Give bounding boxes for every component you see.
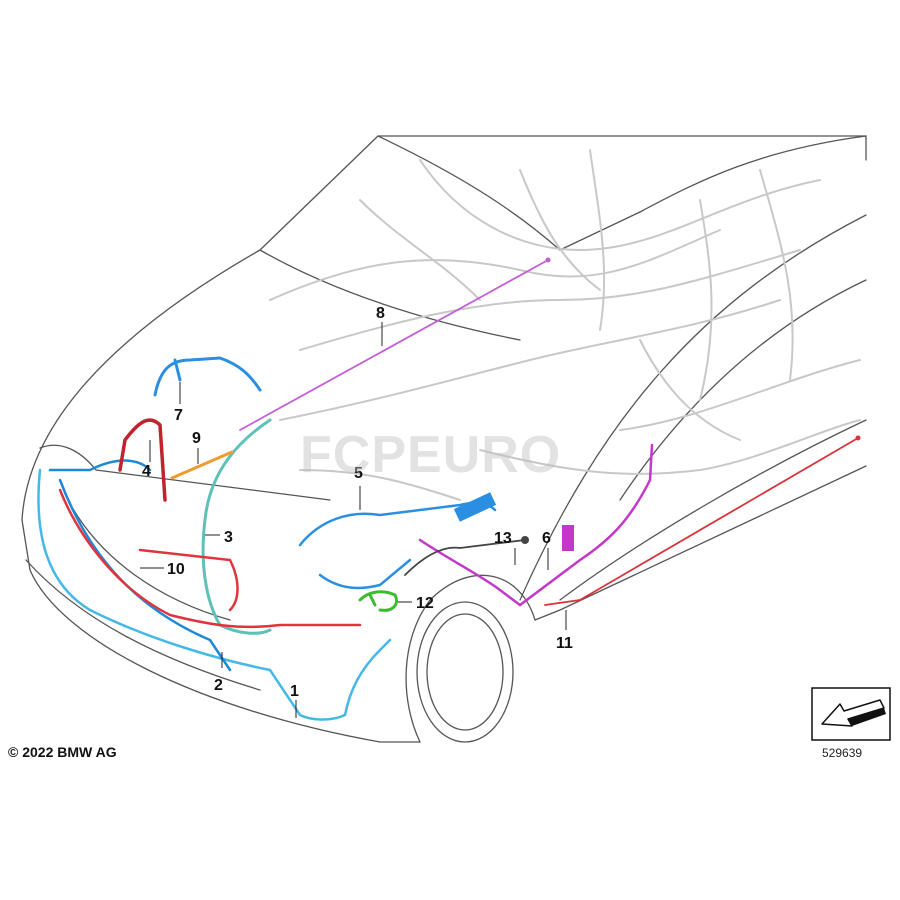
- harness-8: [239, 259, 549, 431]
- harness-13: [404, 539, 526, 576]
- callout-12: 12: [416, 595, 434, 612]
- front-arrow-icon: [811, 687, 891, 741]
- harness-1: [37, 468, 392, 721]
- car-body-outline: [21, 135, 867, 743]
- harness-13-end: [521, 536, 529, 544]
- callout-8: 8: [376, 305, 385, 322]
- harness-4: [118, 418, 167, 502]
- document-number: 529639: [822, 746, 863, 760]
- harness-6: [418, 443, 654, 607]
- copyright-text: © 2022 BMW AG: [8, 744, 117, 760]
- callout-5: 5: [354, 465, 363, 482]
- callout-3: 3: [224, 529, 233, 546]
- callout-13: 13: [494, 530, 512, 547]
- harness-12: [358, 590, 398, 612]
- harness-6-module: [562, 525, 574, 551]
- harness-11-end: [855, 435, 861, 441]
- callout-7: 7: [174, 407, 183, 424]
- callout-4: 4: [142, 463, 151, 480]
- harness-5-connector: [453, 492, 497, 522]
- callout-11: 11: [556, 635, 573, 652]
- harness-8-end: [545, 257, 551, 263]
- watermark: FCPEURO: [300, 426, 562, 484]
- harness-7: [153, 356, 262, 397]
- harness-10: [58, 488, 362, 629]
- callout-10: 10: [167, 561, 185, 578]
- callout-9: 9: [192, 430, 201, 447]
- background-wiring: [269, 149, 861, 501]
- callout-2: 2: [214, 677, 223, 694]
- harness-11: [544, 437, 859, 606]
- leader-lines: [140, 322, 567, 718]
- harness-9: [170, 450, 234, 480]
- callout-1: 1: [290, 683, 299, 700]
- callout-6: 6: [542, 530, 551, 547]
